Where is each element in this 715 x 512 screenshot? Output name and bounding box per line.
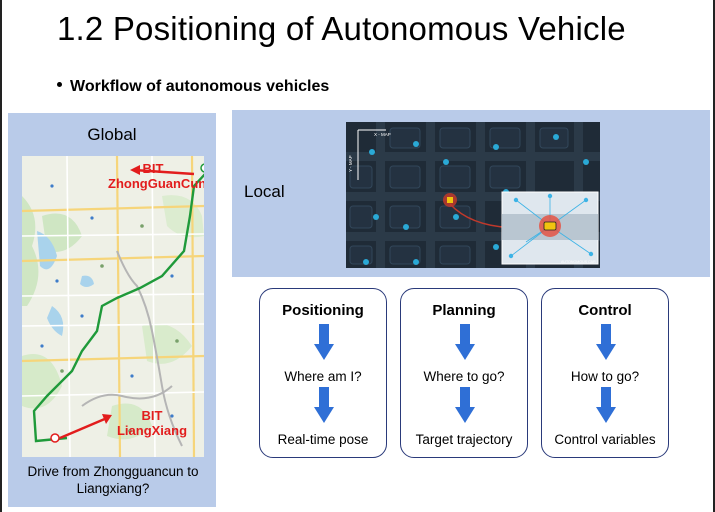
local-city-graphic: X - MAP Y - MAP [346, 122, 600, 268]
workflow-title: Control [542, 302, 668, 319]
autonomous-car-label: AUTONOMOUS CAR [561, 260, 596, 264]
workflow-output: Control variables [542, 432, 668, 447]
down-arrow-icon [314, 387, 334, 425]
map-label-liangxiang: BIT LiangXiang [104, 408, 200, 438]
down-arrow-icon [596, 387, 616, 425]
slide-title: 1.2 Positioning of Autonomous Vehicle [57, 10, 626, 48]
global-panel: Global [8, 113, 216, 507]
axis-x-label: X - MAP [374, 132, 391, 137]
route-map: BIT ZhongGuanCun BIT LiangXiang [22, 156, 204, 457]
bullet-text: Workflow of autonomous vehicles [70, 78, 329, 95]
down-arrow-icon [455, 387, 475, 425]
global-caption: Drive from Zhongguancun to Liangxiang? [12, 463, 214, 497]
down-arrow-icon [314, 324, 334, 362]
bullet-dot-icon [57, 82, 62, 87]
global-label: Global [8, 125, 216, 145]
workflow-output: Target trajectory [401, 432, 527, 447]
workflow-box-positioning: Positioning Where am I? Real-time pose [259, 288, 387, 458]
axis-y-label: Y - MAP [348, 155, 353, 172]
map-label-zhongguancun: BIT ZhongGuanCun [108, 161, 198, 191]
local-panel: Local [232, 110, 710, 277]
workflow-box-control: Control How to go? Control variables [541, 288, 669, 458]
workflow-output: Real-time pose [260, 432, 386, 447]
workflow-box-planning: Planning Where to go? Target trajectory [400, 288, 528, 458]
workflow-question: Where to go? [401, 369, 527, 384]
workflow-question: Where am I? [260, 369, 386, 384]
bullet-point: Workflow of autonomous vehicles [57, 78, 329, 96]
local-city-map: X - MAP Y - MAP [346, 122, 600, 268]
down-arrow-icon [596, 324, 616, 362]
workflow-question: How to go? [542, 369, 668, 384]
local-label: Local [244, 182, 285, 202]
down-arrow-icon [455, 324, 475, 362]
workflow-title: Positioning [260, 302, 386, 319]
workflow-title: Planning [401, 302, 527, 319]
slide-border-left [0, 0, 2, 512]
